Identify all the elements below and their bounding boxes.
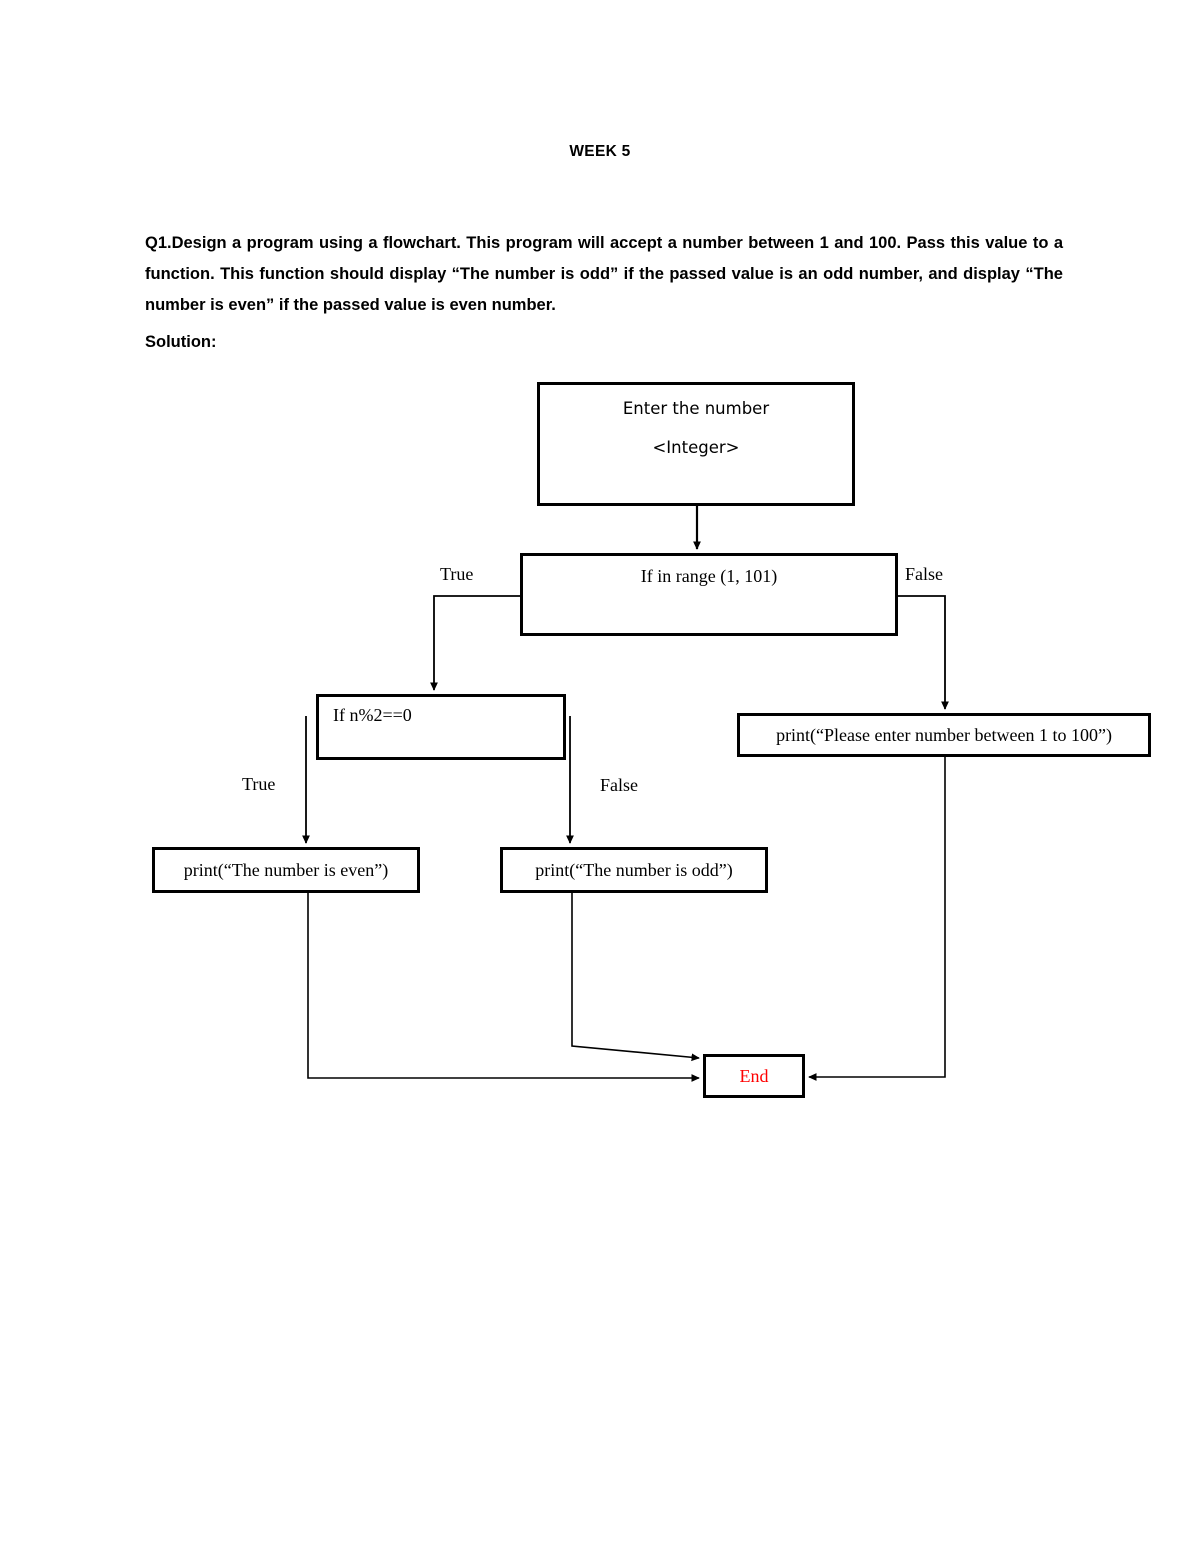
edge-label-mod-true: True xyxy=(242,774,276,794)
edge-label-range-true: True xyxy=(440,564,474,584)
flow-node-end-label: End xyxy=(739,1065,769,1086)
flow-node-end[interactable]: End xyxy=(703,1054,805,1098)
flow-node-print-odd-label: print(“The number is odd”) xyxy=(535,859,733,880)
edge-label-range-false: False xyxy=(905,564,943,584)
edge-range-true-to-mod xyxy=(430,595,520,691)
flow-node-range-check[interactable]: If in range (1, 101) xyxy=(520,553,898,636)
flow-node-input-line1: Enter the number xyxy=(622,399,770,418)
solution-label: Solution: xyxy=(145,333,217,351)
flow-node-print-even[interactable]: print(“The number is even”) xyxy=(152,847,420,893)
flow-node-print-range-error-label: print(“Please enter number between 1 to … xyxy=(776,724,1112,745)
flow-node-print-range-error[interactable]: print(“Please enter number between 1 to … xyxy=(737,713,1151,757)
flow-node-input[interactable]: Enter the number <Integer> xyxy=(537,382,855,506)
flow-node-print-even-label: print(“The number is even”) xyxy=(183,859,389,880)
flow-node-range-check-label: If in range (1, 101) xyxy=(640,566,778,586)
edge-print-error-to-end xyxy=(808,757,946,1081)
flow-node-input-line2: <Integer> xyxy=(652,438,740,457)
edge-label-mod-false: False xyxy=(600,775,638,795)
edge-print-even-to-end xyxy=(307,893,700,1082)
flow-node-mod-check-label: If n%2==0 xyxy=(333,705,412,725)
flow-node-print-odd[interactable]: print(“The number is odd”) xyxy=(500,847,768,893)
edge-print-odd-to-end xyxy=(571,893,700,1062)
edge-range-false-to-print-error xyxy=(898,595,949,710)
page-title: WEEK 5 xyxy=(569,143,631,160)
flow-node-mod-check[interactable]: If n%2==0 xyxy=(316,694,566,760)
question-text: Q1.Design a program using a flowchart. T… xyxy=(145,234,1063,314)
